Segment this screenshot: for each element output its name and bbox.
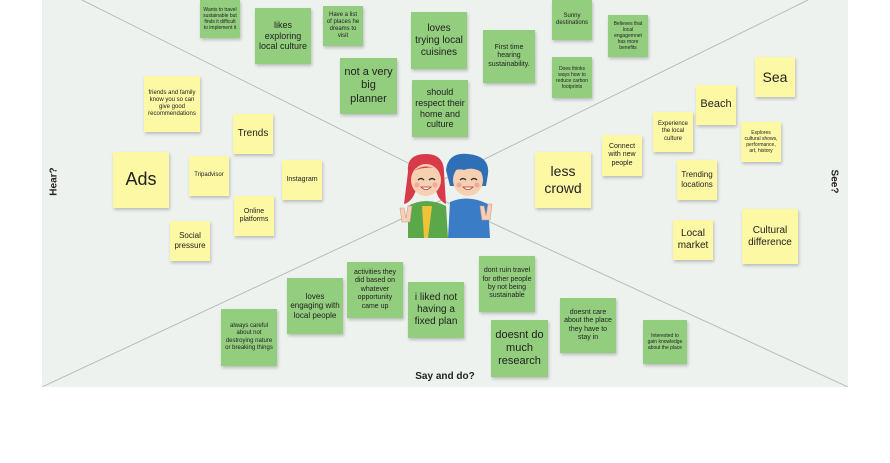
- note-online-platforms[interactable]: Online platforms: [234, 196, 274, 236]
- note-sea[interactable]: Sea: [755, 57, 795, 97]
- say-and-do-label: Say and do?: [415, 371, 475, 382]
- hear-label: Hear?: [48, 167, 60, 196]
- note-trending-locations[interactable]: Trending locations: [677, 160, 717, 200]
- persona-illustration: [398, 150, 496, 238]
- note-fixed-plan[interactable]: i liked not having a fixed plan: [408, 282, 464, 338]
- note-doesnt-care[interactable]: doesnt care about the place they have to…: [560, 298, 616, 353]
- see-label: See?: [828, 169, 840, 194]
- note-cultural-difference[interactable]: Cultural difference: [742, 209, 798, 264]
- note-respect-home[interactable]: should respect their home and culture: [412, 80, 468, 137]
- quadrant-lines: [42, 0, 848, 387]
- note-connect-people[interactable]: Connect with new people: [602, 135, 642, 176]
- note-sunny[interactable]: Sunny destinations: [552, 0, 592, 40]
- note-likes-exploring[interactable]: likes exploring local culture: [255, 8, 311, 64]
- note-not-planner[interactable]: not a very big planner: [340, 58, 397, 114]
- note-loves-engaging[interactable]: loves engaging with local people: [287, 278, 343, 334]
- note-social-pressure[interactable]: Social pressure: [170, 221, 210, 261]
- note-interested-gain[interactable]: Interested to gain knowledge about the p…: [643, 320, 687, 364]
- note-dont-ruin[interactable]: dont ruin travel for other people by not…: [479, 256, 535, 312]
- note-reduce-carbon[interactable]: Does thinks ways how to reduce carbon fo…: [552, 57, 592, 98]
- note-wants-travel[interactable]: Wants to travel sustainable but finds it…: [200, 0, 240, 38]
- note-friends-family[interactable]: friends and family know you so can give …: [144, 76, 200, 132]
- note-doesnt-research[interactable]: doesnt do much research: [491, 320, 548, 377]
- note-always-careful[interactable]: always careful about not destroying natu…: [221, 309, 277, 366]
- note-less-crowd[interactable]: less crowd: [535, 152, 591, 208]
- note-loves-cuisines[interactable]: loves trying local cuisines: [411, 12, 467, 69]
- note-explores-cultural[interactable]: Explores cultural shows, performance, ar…: [741, 122, 781, 162]
- note-first-time[interactable]: First time hearing sustainability.: [483, 30, 535, 83]
- note-believes-local[interactable]: Believes that local engagemnet has more …: [608, 15, 648, 57]
- note-list-places[interactable]: Have a list of places he dreams to visit: [323, 6, 363, 46]
- note-instagram[interactable]: Instagram: [282, 160, 322, 200]
- note-local-market[interactable]: Local market: [673, 220, 713, 260]
- note-beach[interactable]: Beach: [696, 85, 736, 125]
- note-trends[interactable]: Trends: [233, 114, 273, 154]
- note-activities[interactable]: activities they did based on whatever op…: [347, 262, 403, 318]
- note-tripadvisor[interactable]: Tripadvisor: [189, 156, 229, 196]
- note-experience-culture[interactable]: Experience the local culture: [653, 112, 693, 152]
- note-ads[interactable]: Ads: [113, 152, 169, 208]
- two-people-icon: [399, 153, 493, 238]
